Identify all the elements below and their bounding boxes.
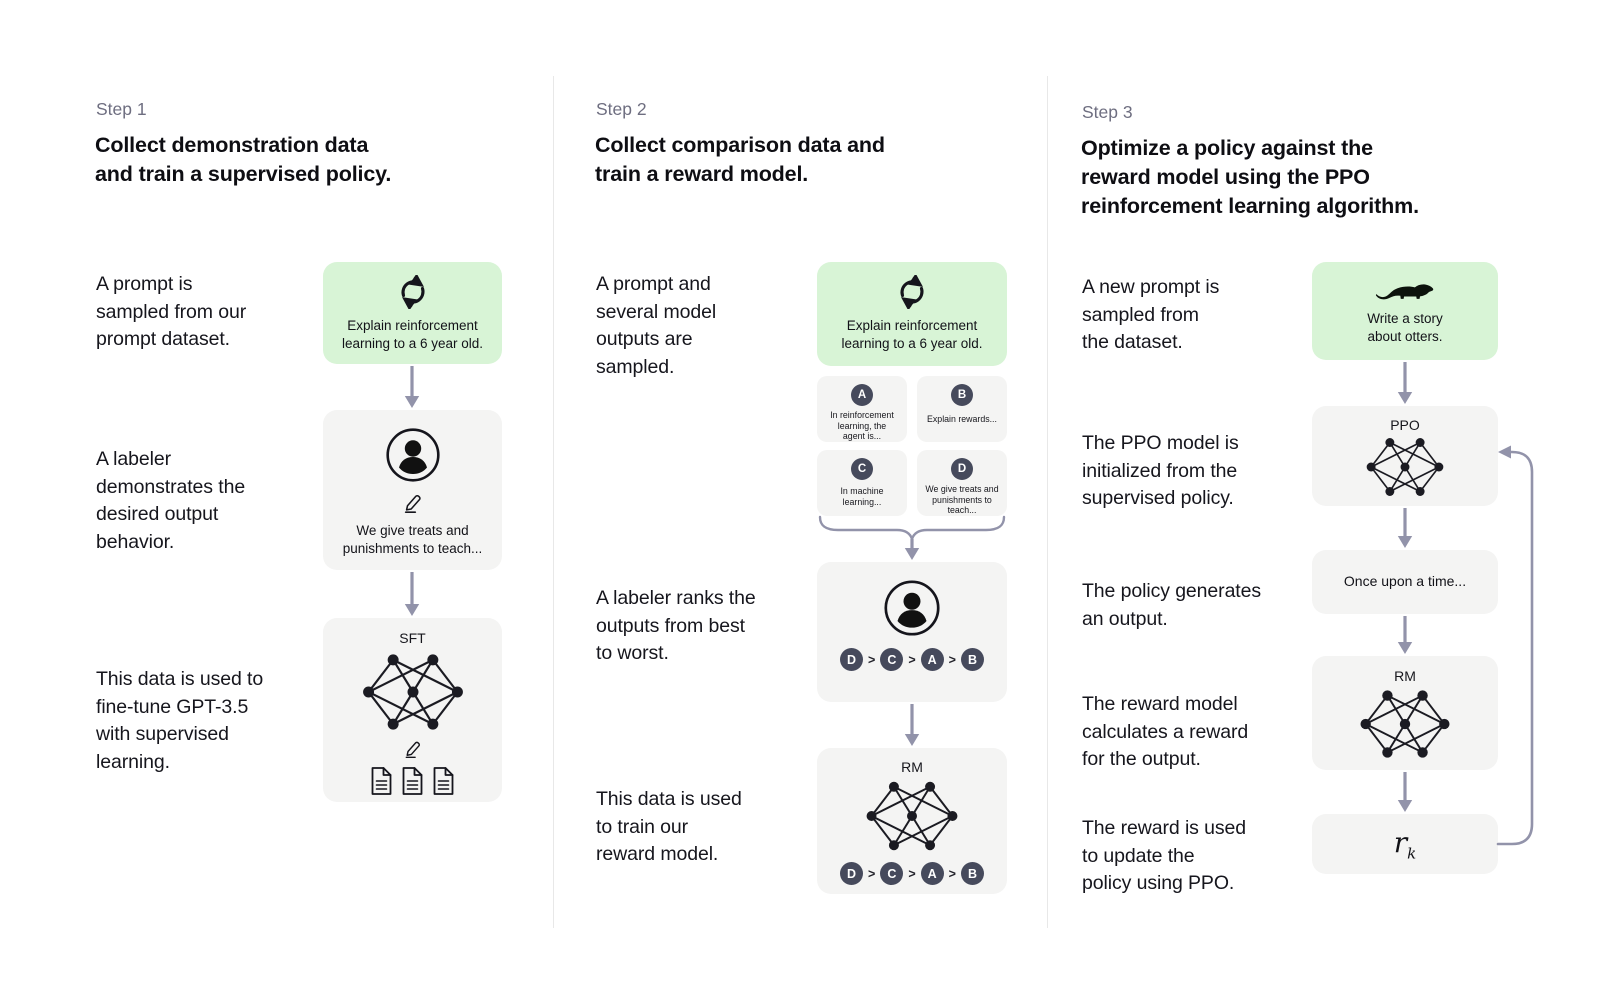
output-box-a: A In reinforcement learning, the agent i… (817, 376, 907, 442)
step3-prompt-text: Write a story about otters. (1367, 311, 1443, 344)
flow-arrow (1397, 772, 1413, 812)
ranking-row: D > C > A > B (840, 648, 984, 671)
step2-rm-box: RM D > C > A > B (817, 748, 1007, 894)
step1-prompt-text: Explain reinforcement learning to a 6 ye… (341, 318, 484, 351)
step3-caption-ppo: The PPO model is initialized from the su… (1082, 432, 1239, 509)
step3-prompt-box: Write a story about otters. (1312, 262, 1498, 360)
reward-symbol: r (1393, 825, 1408, 859)
output-box-d: D We give treats and punishments to teac… (917, 450, 1007, 516)
rank-badge: D (840, 648, 864, 671)
step3-output-box: Once upon a time... (1312, 550, 1498, 614)
rank-separator: > (948, 652, 956, 667)
ppo-label: PPO (1390, 417, 1420, 433)
flow-arrow (1397, 508, 1413, 548)
reward-subscript: k (1407, 844, 1417, 863)
flow-arrow (904, 704, 920, 746)
rank-separator: > (908, 866, 916, 881)
step3-caption-prompt: A new prompt is sampled from the dataset… (1082, 276, 1220, 353)
flow-arrow (1397, 362, 1413, 404)
step3-reward-box: rk (1312, 814, 1498, 874)
output-text-c: In machine learning... (840, 486, 884, 507)
person-icon (884, 580, 940, 636)
step3-ppo-box: PPO (1312, 406, 1498, 506)
rm-label: RM (901, 759, 923, 775)
output-box-c: C In machine learning... (817, 450, 907, 516)
step2-label: Step 2 (596, 99, 647, 119)
rm-label: RM (1394, 668, 1416, 684)
neural-network-icon (362, 654, 463, 730)
rank-separator: > (868, 866, 876, 881)
step1-labeler-box: We give treats and punishments to teach.… (323, 410, 502, 570)
step3-caption-update: The reward is used to update the policy … (1082, 817, 1247, 894)
step1-caption-prompt: A prompt is sampled from our prompt data… (96, 273, 247, 350)
flow-arrow (1397, 616, 1413, 654)
output-box-b: B Explain rewards... (917, 376, 1007, 442)
cycle-refresh-icon (400, 275, 425, 309)
rank-separator: > (948, 866, 956, 881)
step1-prompt-box: Explain reinforcement learning to a 6 ye… (323, 262, 502, 364)
cycle-refresh-icon (900, 275, 924, 309)
step1-sft-box: SFT (323, 618, 502, 802)
step1-label: Step 1 (96, 99, 147, 119)
step2-title: Collect comparison data and train a rewa… (595, 133, 885, 186)
neural-network-icon (866, 781, 958, 851)
output-badge-b: B (951, 384, 973, 406)
step2-rank-box: D > C > A > B (817, 562, 1007, 702)
feedback-loop-arrow (1496, 445, 1534, 846)
rank-badge: B (960, 862, 984, 885)
step3-rm-box: RM (1312, 656, 1498, 770)
document-icon (433, 767, 454, 795)
step1-caption-labeler: A labeler demonstrates the desired outpu… (96, 448, 246, 553)
output-badge-d: D (951, 458, 973, 480)
output-text-a: In reinforcement learning, the agent is.… (830, 410, 894, 441)
rank-badge: C (880, 648, 904, 671)
step1-caption-finetune: This data is used to fine-tune GPT-3.5 w… (96, 668, 264, 773)
flow-arrow (404, 366, 420, 408)
rank-badge: C (880, 862, 904, 885)
document-icon (371, 767, 392, 795)
column-divider (1047, 76, 1048, 928)
pencil-icon (405, 741, 420, 759)
output-badge-c: C (851, 458, 873, 480)
person-icon (385, 428, 440, 482)
rank-badge: B (960, 648, 984, 671)
neural-network-icon (1366, 438, 1444, 496)
sft-label: SFT (399, 630, 426, 646)
column-divider (553, 76, 554, 928)
step3-caption-reward: The reward model calculates a reward for… (1082, 693, 1249, 770)
step3-title: Optimize a policy against the reward mod… (1081, 136, 1419, 218)
output-text-b: Explain rewards... (927, 414, 997, 424)
step3-label: Step 3 (1082, 102, 1133, 122)
otter-icon (1375, 284, 1434, 300)
ranking-row: D > C > A > B (840, 862, 984, 885)
documents-row (369, 766, 456, 796)
step2-caption-rank: A labeler ranks the outputs from best to… (596, 587, 756, 664)
document-icon (402, 767, 423, 795)
step1-labeler-text: We give treats and punishments to teach.… (342, 523, 483, 556)
step3-caption-output: The policy generates an output. (1082, 580, 1262, 630)
rank-badge: A (920, 862, 944, 885)
pencil-icon (404, 494, 421, 513)
rank-separator: > (868, 652, 876, 667)
step2-caption-prompt: A prompt and several model outputs are s… (596, 273, 717, 378)
step2-prompt-text: Explain reinforcement learning to a 6 ye… (841, 318, 983, 351)
output-badge-a: A (851, 384, 873, 406)
step2-caption-train: This data is used to train our reward mo… (596, 788, 742, 865)
output-text-d: We give treats and punishments to teach.… (925, 484, 999, 515)
step1-title: Collect demonstration data and train a s… (95, 133, 392, 186)
rank-badge: A (920, 648, 944, 671)
step3-output-text: Once upon a time... (1343, 573, 1467, 590)
flow-arrow (404, 572, 420, 616)
neural-network-icon (1360, 690, 1450, 758)
rank-badge: D (840, 862, 864, 885)
merge-brace-arrow (818, 515, 1006, 560)
reward-value: rk (1394, 826, 1416, 863)
step2-prompt-box: Explain reinforcement learning to a 6 ye… (817, 262, 1007, 366)
rank-separator: > (908, 652, 916, 667)
